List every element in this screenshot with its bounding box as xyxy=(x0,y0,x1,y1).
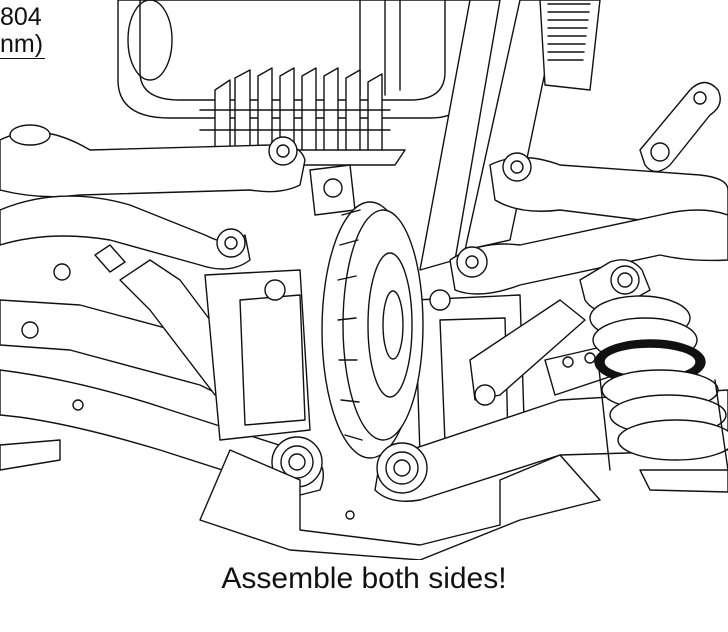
right-upper-arm xyxy=(450,83,728,295)
part-size-line-1: 804 xyxy=(0,3,42,31)
belt-pulley xyxy=(322,202,423,458)
top-deck xyxy=(420,0,600,270)
shock-absorber xyxy=(580,260,728,470)
part-size-line-2: nm) xyxy=(0,30,46,59)
left-upper-arm xyxy=(0,125,305,269)
part-size-label: 804 nm) xyxy=(0,3,46,59)
chassis-plate xyxy=(0,322,728,560)
chassis-drawing xyxy=(0,0,728,560)
assembly-caption: Assemble both sides! xyxy=(221,562,507,595)
